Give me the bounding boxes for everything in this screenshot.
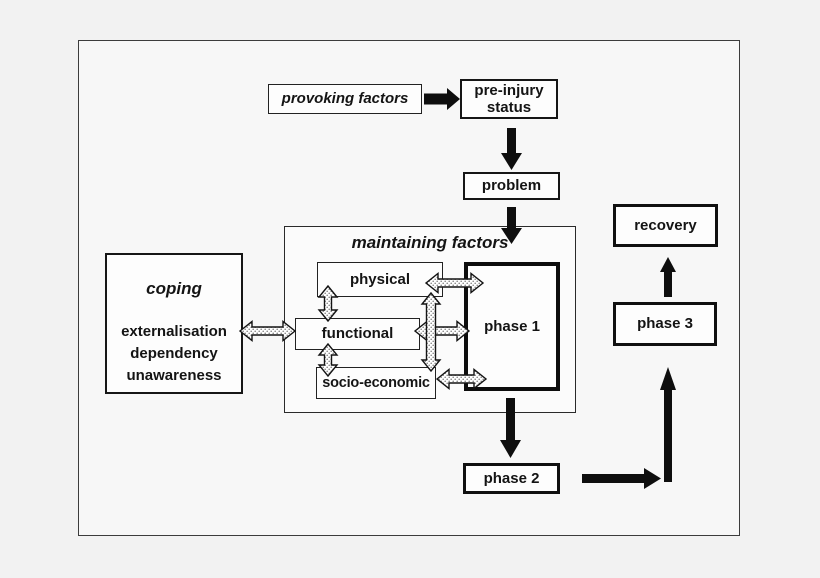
phase-3-label: phase 3 (637, 315, 693, 333)
coping-items: externalisation dependency unawareness (107, 321, 241, 387)
provoking-factors-label: provoking factors (281, 90, 409, 108)
node-coping: coping externalisation dependency unawar… (105, 253, 243, 394)
phase-1-label: phase 1 (484, 317, 540, 335)
coping-item-unawareness: unawareness (126, 367, 222, 384)
pre-injury-line2: status (486, 99, 532, 116)
node-phase-1: phase 1 (464, 262, 560, 391)
node-phase-3: phase 3 (613, 302, 717, 346)
coping-item-externalisation: externalisation (121, 323, 227, 340)
node-functional: functional (295, 318, 420, 350)
problem-label: problem (481, 177, 542, 195)
pre-injury-line1: pre-injury (474, 81, 544, 99)
node-provoking-factors: provoking factors (268, 84, 422, 114)
socio-economic-label: socio-economic (322, 374, 430, 391)
maintaining-factors-title: maintaining factors (351, 233, 509, 252)
physical-label: physical (349, 270, 411, 288)
node-recovery: recovery (613, 204, 718, 247)
node-phase-2: phase 2 (463, 463, 560, 494)
phase-2-label: phase 2 (483, 469, 540, 487)
node-physical: physical (317, 262, 443, 297)
node-pre-injury-status: pre-injury status (460, 79, 558, 119)
node-problem: problem (463, 172, 560, 200)
node-socio-economic: socio-economic (316, 367, 436, 399)
recovery-label: recovery (634, 216, 697, 234)
coping-title: coping (146, 279, 202, 298)
coping-item-dependency: dependency (130, 345, 218, 362)
functional-label: functional (321, 325, 394, 343)
